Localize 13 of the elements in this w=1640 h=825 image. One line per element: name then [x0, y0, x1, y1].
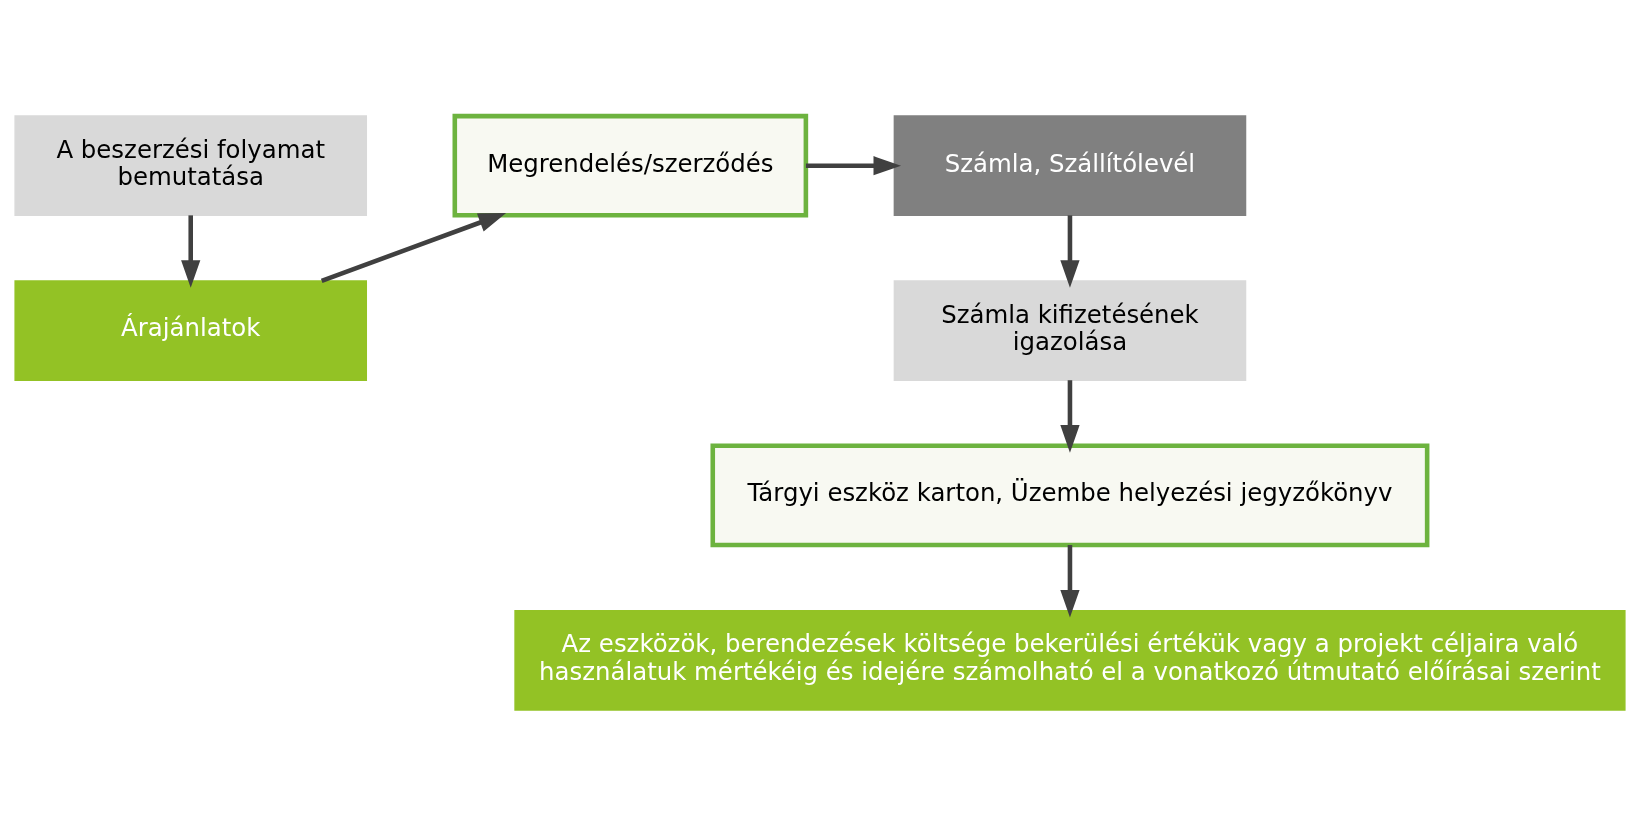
arrow	[1060, 544, 1080, 617]
node-box: Megrendelés/szerződés	[452, 113, 809, 218]
node-box: A beszerzési folyamat bemutatása	[14, 114, 368, 216]
arrow	[181, 214, 201, 288]
node-box: Árajánlatok	[14, 279, 368, 381]
arrow	[1060, 214, 1080, 288]
node-box: Tárgyi eszköz karton, Üzembe helyezési jegyzőkönyv	[710, 443, 1430, 547]
node-box: Az eszközök, berendezések költsége bekerülési értékük vagy a projekt céljaira való használatuk mértékéig és idejére számolható el a vonatkozó útmutató előírásai szerint	[514, 609, 1626, 711]
node-box: Számla, Szállítólevél	[893, 114, 1247, 216]
arrow	[805, 155, 902, 175]
node-box: Számla kifizetésének igazolása	[893, 279, 1247, 381]
arrow	[320, 212, 507, 283]
arrow	[1060, 379, 1080, 453]
